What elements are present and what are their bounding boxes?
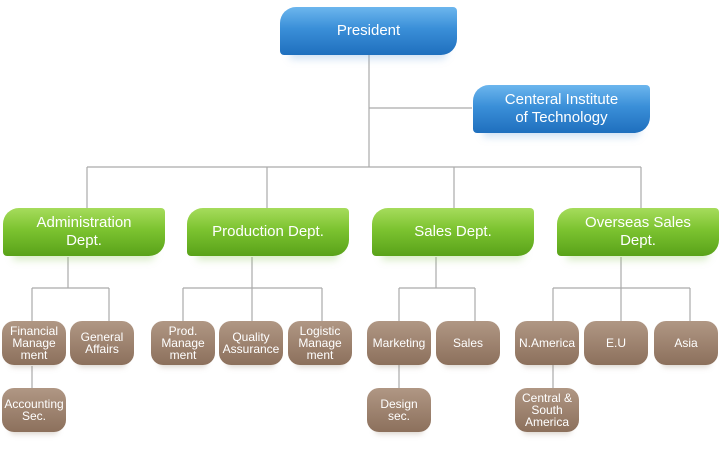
section-asia: Asia bbox=[654, 321, 718, 365]
section-prod-management: Prod. Manage ment bbox=[151, 321, 215, 365]
dept-label: Overseas Sales Dept. bbox=[585, 214, 691, 249]
section-label: Financial Manage ment bbox=[9, 324, 59, 362]
section-label: Prod. Manage ment bbox=[161, 324, 205, 362]
section-label: Quality Assurance bbox=[222, 330, 280, 356]
section-label: General Affairs bbox=[80, 330, 124, 356]
section-sales: Sales bbox=[436, 321, 500, 365]
dept-sales: Sales Dept. bbox=[372, 208, 534, 256]
section-label: Asia bbox=[674, 336, 698, 350]
section-label: Central & South America bbox=[521, 391, 573, 429]
dept-administration: Administration Dept. bbox=[3, 208, 165, 256]
section-design: Design sec. bbox=[367, 388, 431, 432]
section-central-south-america: Central & South America bbox=[515, 388, 579, 432]
dept-label: Production Dept. bbox=[212, 223, 324, 240]
dept-production: Production Dept. bbox=[187, 208, 349, 256]
section-general-affairs: General Affairs bbox=[70, 321, 134, 365]
section-label: Design sec. bbox=[380, 397, 418, 423]
dept-label: Administration Dept. bbox=[36, 214, 132, 249]
section-eu: E.U bbox=[584, 321, 648, 365]
section-logistic-management: Logistic Manage ment bbox=[288, 321, 352, 365]
president-label: President bbox=[336, 22, 401, 39]
section-label: N.America bbox=[518, 336, 575, 350]
section-marketing: Marketing bbox=[367, 321, 431, 365]
dept-label: Sales Dept. bbox=[414, 223, 492, 240]
section-label: Accounting Sec. bbox=[4, 397, 64, 423]
president-box: President bbox=[280, 7, 457, 55]
section-quality-assurance: Quality Assurance bbox=[219, 321, 283, 365]
institute-box: Centeral Institute of Technology bbox=[473, 85, 650, 133]
section-label: Marketing bbox=[372, 336, 426, 350]
dept-overseas-sales: Overseas Sales Dept. bbox=[557, 208, 719, 256]
section-label: Sales bbox=[452, 336, 484, 350]
section-label: Logistic Manage ment bbox=[298, 324, 342, 362]
institute-label: Centeral Institute of Technology bbox=[504, 91, 619, 126]
section-accounting: Accounting Sec. bbox=[2, 388, 66, 432]
section-financial-management: Financial Manage ment bbox=[2, 321, 66, 365]
section-label: E.U bbox=[605, 336, 626, 350]
section-north-america: N.America bbox=[515, 321, 579, 365]
